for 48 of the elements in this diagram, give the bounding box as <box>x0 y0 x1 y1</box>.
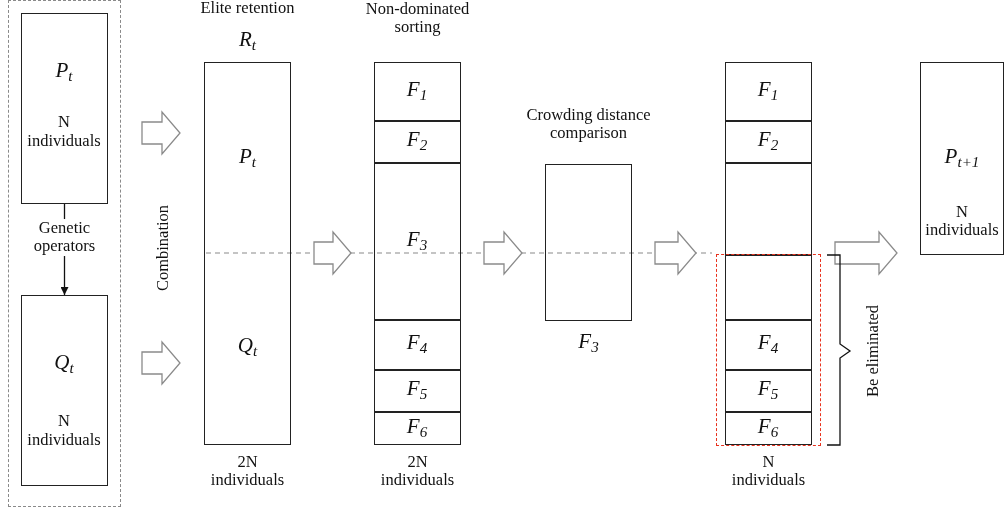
block-arrow <box>654 230 697 276</box>
caption-text: 2N individuals <box>379 452 456 491</box>
symbol-label: F$_{5}$ <box>757 376 779 404</box>
heading-text: Crowding distance comparison <box>525 105 652 144</box>
caption-text: 2N individuals <box>209 452 286 491</box>
vertical-label: Be eliminated <box>863 304 883 398</box>
block-arrow <box>141 340 181 386</box>
block-arrow <box>834 230 898 276</box>
front-segment <box>724 319 812 370</box>
front-segment <box>724 120 812 163</box>
symbol-label: P$_{t}$ <box>239 143 256 172</box>
symbol-label: F$_{4}$ <box>757 330 779 358</box>
symbol-label: Q$_{t}$ <box>237 332 258 361</box>
front-segment <box>373 319 461 370</box>
symbol-label: R$_{t}$ <box>239 26 256 55</box>
front-segment <box>724 254 812 320</box>
caption-text: N individuals <box>730 452 807 491</box>
symbol-label: P$_{t+1}$ <box>944 143 980 172</box>
heading-text: N individuals <box>26 412 102 450</box>
symbol-label: F$_{2}$ <box>757 127 779 155</box>
front-segment <box>724 369 812 412</box>
front-segment <box>373 120 461 163</box>
symbol-label: F$_{5}$ <box>406 376 428 404</box>
heading-text: N individuals <box>924 202 1000 241</box>
caption-text: F$_{3}$ <box>578 328 599 357</box>
vertical-label: Combination <box>153 204 173 292</box>
population-box <box>20 12 108 204</box>
symbol-label: F$_{6}$ <box>406 413 428 442</box>
eliminated-region <box>716 254 821 446</box>
heading-text: N individuals <box>26 113 102 151</box>
symbol-label: F$_{1}$ <box>757 76 779 105</box>
symbol-label: F$_{6}$ <box>757 413 779 442</box>
population-box <box>920 62 1004 255</box>
symbol-label: F$_{3}$ <box>406 226 428 255</box>
heading-text: Elite retention <box>199 0 296 17</box>
heading-text: Non-dominated sorting <box>364 0 471 38</box>
front-segment <box>373 162 461 320</box>
block-arrow <box>141 110 181 156</box>
symbol-label: F$_{4}$ <box>406 330 428 358</box>
block-arrow <box>313 230 352 276</box>
symbol-label: F$_{2}$ <box>406 127 428 155</box>
symbol-label: P$_{t}$ <box>55 58 73 86</box>
population-box <box>20 294 108 486</box>
symbol-label: Q$_{t}$ <box>54 350 74 378</box>
front-segment <box>724 162 812 255</box>
block-arrow <box>483 230 523 276</box>
front-segment <box>373 369 461 412</box>
symbol-label: F$_{1}$ <box>406 76 428 105</box>
